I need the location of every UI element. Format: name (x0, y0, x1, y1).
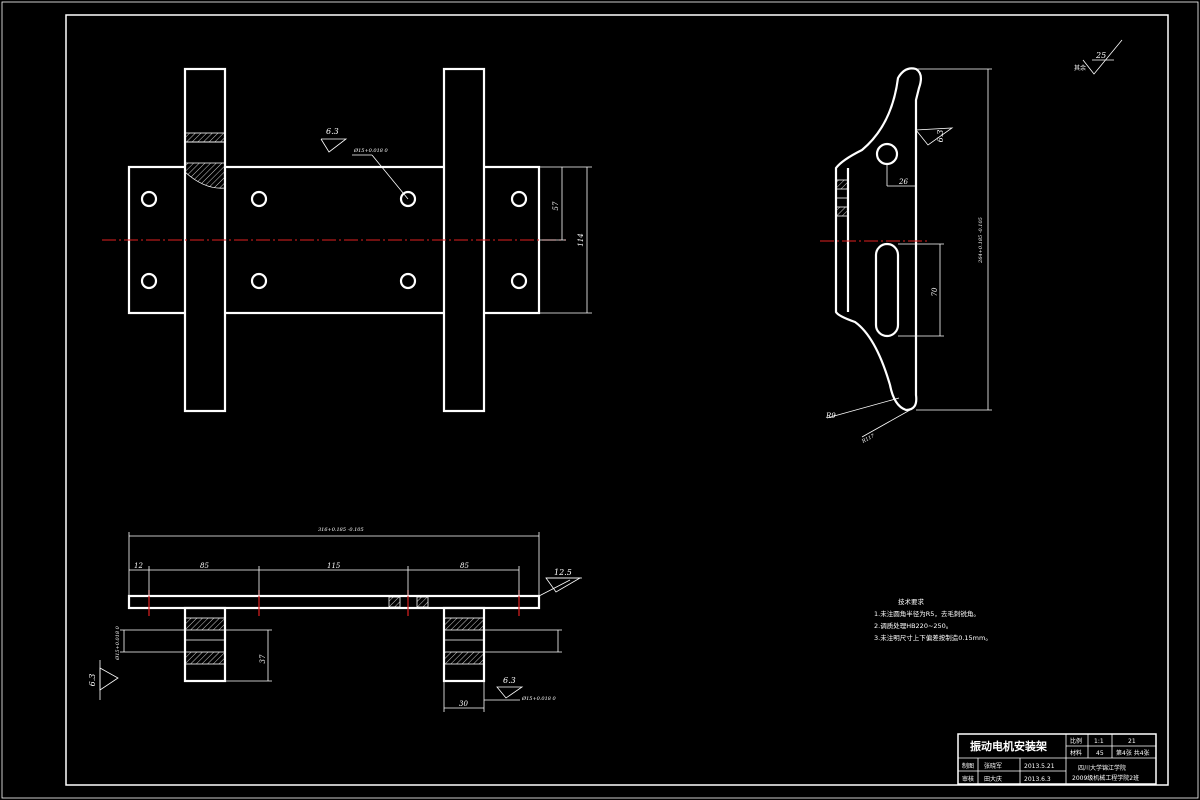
side-hatch-top (835, 179, 849, 190)
roughness-bottom-right: 6.3 (503, 676, 516, 685)
front-hole (250, 272, 268, 290)
title-block: 振动电机安装架 比例 1:1 21 材料 45 第4张 共4张 制图 张晓军 2… (957, 733, 1157, 785)
front-section-hatch-top (184, 132, 226, 143)
bottom-right-bore: Ø15+0.018 0 (521, 695, 557, 702)
front-hole (140, 190, 158, 208)
bottom-dim-85a: 85 (200, 562, 209, 570)
roughness-leader (538, 579, 571, 597)
side-hatch-mid (835, 206, 849, 217)
inner-frame (65, 14, 1169, 786)
roughness-symbol (496, 686, 524, 699)
front-hole (250, 190, 268, 208)
side-radius-large: R117 (860, 433, 876, 445)
side-profile (834, 67, 923, 412)
tb-school-line2: 2009级机械工程学院2班 (1072, 774, 1139, 782)
bottom-dim-12: 12 (134, 562, 143, 570)
front-hole (140, 272, 158, 290)
front-hole-tolerance: Ø15+0.018 0 (353, 147, 389, 154)
tb-scale-label: 比例 (1070, 737, 1082, 745)
bottom-hatch (184, 617, 226, 631)
front-hole (510, 272, 528, 290)
bottom-plate (127, 594, 541, 610)
side-radius-leader (826, 397, 900, 419)
tb-sheet-info: 第4张 共4张 (1116, 749, 1150, 757)
tech-note-item: 1.未注圆角半径为R5，去毛刺锐角。 (874, 609, 980, 618)
bottom-dim-37: 37 (259, 654, 267, 663)
side-radius-leader (861, 409, 911, 438)
side-slot (874, 242, 900, 338)
tb-material-label: 材料 (1070, 749, 1082, 757)
tech-notes-heading: 技术要求 (898, 597, 925, 606)
tb-check-date: 2013.6.3 (1024, 776, 1051, 783)
bottom-left-bore: Ø15+0.018 0 (114, 625, 121, 661)
side-dim-26: 26 (898, 178, 908, 186)
bottom-hatch (184, 651, 226, 665)
tb-designer-label: 制图 (962, 762, 974, 770)
front-hole-leader (371, 154, 409, 200)
tech-note-item: 2.调质处理HB220~250。 (874, 621, 952, 630)
tb-scale-value: 1:1 (1094, 738, 1104, 745)
side-dim-total: 264+0.185 -0.105 (978, 217, 984, 264)
bottom-left-bracket (183, 606, 227, 683)
tb-part-name: 振动电机安装架 (970, 739, 1047, 753)
bottom-hatch (443, 617, 485, 631)
front-dim-114: 114 (577, 233, 585, 246)
roughness-symbol (1082, 39, 1123, 75)
roughness-symbol (320, 138, 348, 153)
bottom-dim-30: 30 (459, 700, 468, 708)
roughness-bottom-end: 12.5 (554, 568, 572, 577)
bottom-right-bracket (442, 606, 486, 683)
roughness-symbol (915, 127, 954, 146)
bottom-view: 316+0.185 -0.105 12 85 115 85 12.5 Ø15+0… (88, 527, 582, 712)
bottom-dim-85b: 85 (460, 562, 469, 570)
corner-roughness: 25 其余 (1074, 39, 1123, 75)
side-dim-70: 70 (931, 287, 939, 296)
bottom-plate-hatch (416, 596, 429, 608)
technical-requirements: 技术要求 1.未注圆角半径为R5，去毛刺锐角。 2.调质处理HB220~250。… (874, 597, 992, 642)
bottom-dim-115: 115 (327, 562, 341, 570)
bottom-hatch (443, 651, 485, 665)
roughness-front-top: 6.3 (326, 127, 339, 136)
side-hole (875, 142, 899, 166)
roughness-side-right: 6.3 (936, 130, 945, 143)
front-section-hatch-curve (184, 162, 226, 189)
front-hole (510, 190, 528, 208)
tb-material-value: 45 (1096, 750, 1104, 757)
front-hole (399, 190, 417, 208)
tb-designer-name: 张晓军 (984, 762, 1002, 770)
tb-checker-label: 审核 (962, 775, 974, 783)
side-radius-small: R9 (825, 412, 836, 420)
roughness-corner-value: 25 (1095, 51, 1106, 60)
tb-school-line1: 四川大学锦江学院 (1078, 764, 1126, 772)
tb-design-date: 2013.5.21 (1024, 763, 1055, 770)
bottom-dim-total: 316+0.185 -0.105 (318, 527, 364, 533)
roughness-symbol (99, 667, 119, 691)
tb-drawing-no: 21 (1128, 738, 1136, 745)
tech-note-item: 3.未注明尺寸上下偏差按制造0.15mm。 (874, 633, 992, 642)
tb-checker-name: 田大庆 (984, 775, 1002, 783)
side-view: 26 264+0.185 -0.105 70 R9 R117 6.3 (820, 67, 992, 445)
front-view: 57 114 Ø15+0.018 0 6.3 (102, 67, 592, 413)
roughness-corner-label: 其余 (1074, 64, 1086, 72)
roughness-bottom-left: 6.3 (88, 674, 97, 687)
front-dim-57: 57 (552, 201, 560, 210)
bottom-plate-hatch (388, 596, 401, 608)
title-block-frame (957, 733, 1157, 785)
front-hole (399, 272, 417, 290)
